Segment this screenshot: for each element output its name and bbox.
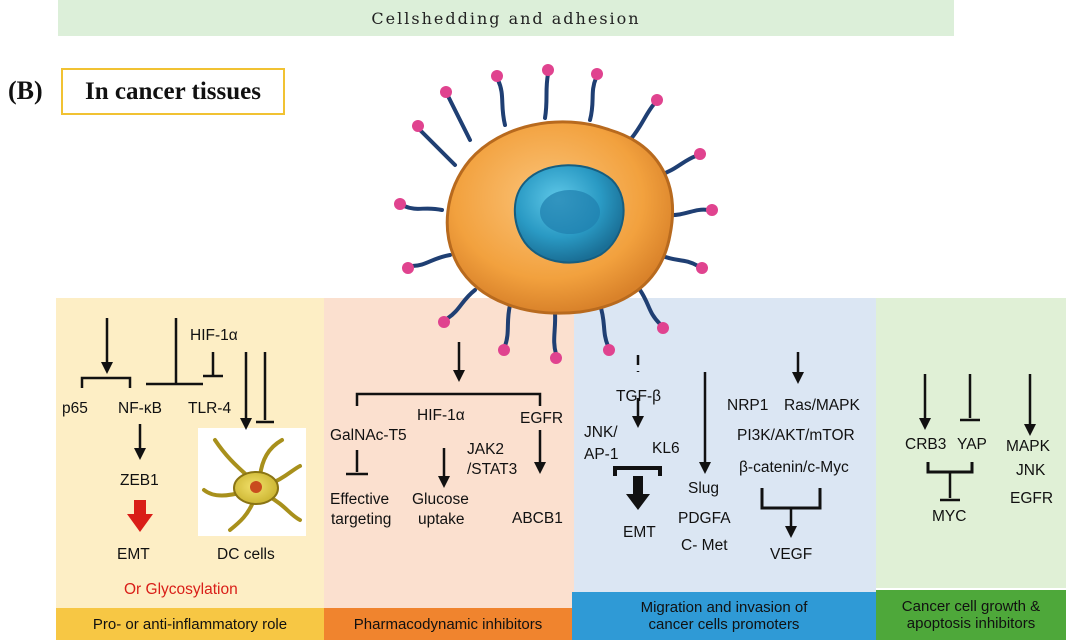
label-stat3: /STAT3	[467, 461, 518, 478]
top-banner: Cellshedding and adhesion	[58, 0, 954, 36]
label-ap1: AP-1	[584, 446, 619, 463]
panel-title: In cancer tissues	[61, 68, 285, 115]
label-emt-migration: EMT	[623, 524, 656, 541]
footer-migration-line2: cancer cells promoters	[648, 616, 800, 633]
label-egfr-pharma: EGFR	[520, 410, 564, 427]
label-nfkb: NF-κB	[118, 400, 162, 417]
label-pi3k-akt-mtor: PI3K/AKT/mTOR	[737, 427, 855, 444]
label-jnk-migration: JNK/	[584, 424, 618, 441]
footer-growth-line2: apoptosis inhibitors	[906, 615, 1036, 632]
column-migration-bg	[574, 298, 876, 592]
footer-growth: Cancer cell growth & apoptosis inhibitor…	[876, 590, 1066, 640]
label-ras-mapk: Ras/MAPK	[784, 397, 860, 414]
label-nrp1: NRP1	[727, 397, 769, 414]
column-growth-bg	[876, 298, 1066, 588]
label-galnac-t5: GalNAc-T5	[330, 427, 407, 444]
label-jak2: JAK2	[467, 441, 505, 458]
label-abcb1: ABCB1	[512, 510, 563, 527]
label-glucose: Glucose	[412, 491, 469, 508]
label-bcatenin-cmyc: β-catenin/c-Myc	[739, 459, 849, 476]
label-vegf: VEGF	[770, 546, 813, 563]
label-cmet: C- Met	[681, 537, 728, 554]
label-targeting: targeting	[331, 511, 392, 528]
footer-migration: Migration and invasion of cancer cells p…	[572, 592, 876, 640]
label-dc-cells: DC cells	[217, 546, 275, 563]
label-hif1a-inflammatory: HIF-1α	[190, 327, 238, 344]
cancer-cell-icon	[394, 64, 718, 364]
label-myc: MYC	[932, 508, 967, 525]
label-uptake: uptake	[418, 511, 465, 528]
dc-cell-icon	[198, 428, 306, 536]
label-mapk-growth: MAPK	[1006, 438, 1050, 455]
footer-pharma: Pharmacodynamic inhibitors	[324, 608, 572, 640]
label-yap: YAP	[957, 436, 987, 453]
label-crb3: CRB3	[905, 436, 947, 453]
label-tgfb: TGF-β	[616, 388, 662, 405]
arrowheads	[101, 362, 1036, 538]
label-hif1a-pharma: HIF-1α	[417, 407, 465, 424]
label-tlr4: TLR-4	[188, 400, 232, 417]
label-jnk-growth: JNK	[1016, 462, 1046, 479]
panel-letter: (B)	[8, 76, 43, 105]
label-glycosylation: Or Glycosylation	[124, 581, 238, 598]
label-pdgfa: PDGFA	[678, 510, 731, 527]
footer-migration-line1: Migration and invasion of	[640, 599, 808, 616]
label-kl6: KL6	[652, 440, 680, 457]
column-pharma-bg	[324, 298, 574, 610]
label-p65: p65	[62, 400, 88, 417]
red-emt-arrow-icon	[127, 500, 153, 532]
pathway-arrows	[80, 318, 1032, 526]
label-zeb1: ZEB1	[120, 472, 159, 489]
label-emt-inflammatory: EMT	[117, 546, 150, 563]
label-egfr-growth: EGFR	[1010, 490, 1054, 507]
footer-inflammatory: Pro- or anti-inflammatory role	[56, 608, 324, 640]
footer-growth-line1: Cancer cell growth &	[901, 598, 1041, 615]
label-slug: Slug	[688, 480, 720, 497]
label-effective: Effective	[330, 491, 390, 508]
